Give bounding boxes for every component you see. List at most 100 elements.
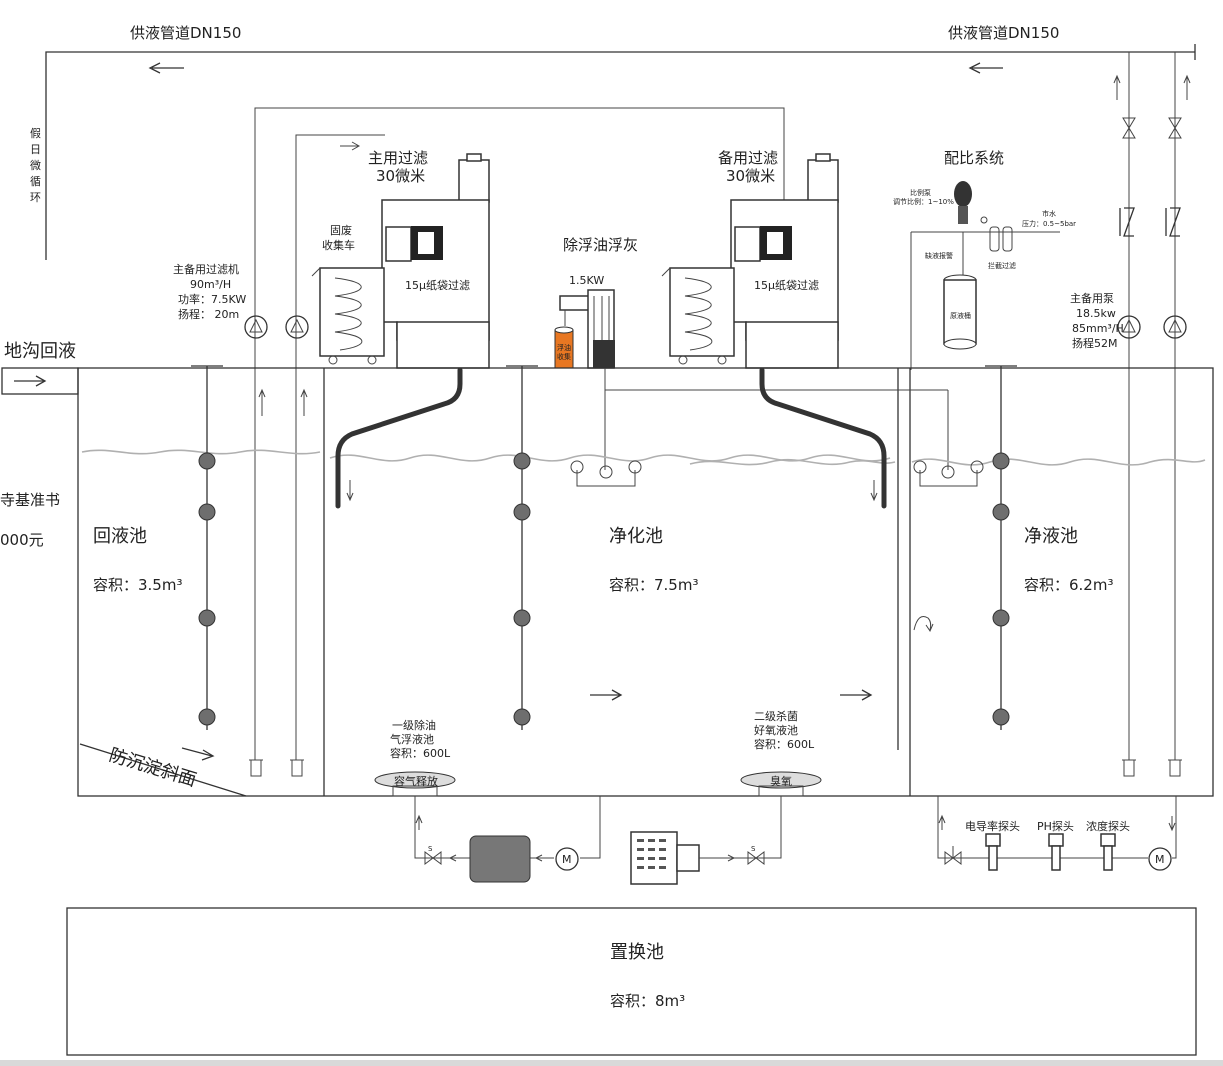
water-surface xyxy=(81,449,1206,466)
svg-text:循: 循 xyxy=(30,175,41,188)
svg-text:容积：600L: 容积：600L xyxy=(754,737,815,751)
svg-text:收集车: 收集车 xyxy=(322,238,355,252)
svg-text:主备用过滤机: 主备用过滤机 xyxy=(173,262,239,276)
bottom-border xyxy=(0,1060,1223,1066)
purify-tank-volume: 容积：7.5m³ xyxy=(609,576,698,594)
flow-arrow-right-icon xyxy=(181,747,215,761)
svg-text:假: 假 xyxy=(30,126,41,140)
filter-pump-spec: 主备用过滤机 90m³/H 功率：7.5KW 扬程： 20m xyxy=(173,262,246,321)
anti-settle-label: 防沉淀斜面 xyxy=(107,745,199,791)
filter-return-pipes xyxy=(335,367,887,509)
oil-skimmer-power: 1.5KW xyxy=(569,274,604,287)
flow-arrow-right-icon xyxy=(590,689,623,701)
replacement-tank xyxy=(66,907,1197,1056)
low-level-alarm-label: 缺液报警 xyxy=(925,251,953,260)
side-text-1: 寺基准书 xyxy=(0,491,60,509)
svg-text:18.5kw: 18.5kw xyxy=(1076,307,1116,320)
svg-text:85mm³/H: 85mm³/H xyxy=(1072,322,1124,335)
flow-arrow-right-icon xyxy=(840,689,873,701)
svg-text:备用过滤: 备用过滤 xyxy=(718,149,778,167)
oil-skimmer-label: 除浮油浮灰 xyxy=(563,236,638,254)
main-bag-filter-label: 15μ纸袋过滤 xyxy=(405,278,470,292)
air-float-loop: S M xyxy=(414,796,601,883)
holiday-micro-circulation-label: 假 日 微 循 环 xyxy=(30,126,41,204)
pressure-label: 压力：0.5~5bar xyxy=(1022,219,1076,228)
svg-text:M: M xyxy=(1155,853,1165,866)
supply-pipe-top xyxy=(45,44,1196,260)
ozone-tank-label: 二级杀菌 好氧液池 容积：600L xyxy=(754,709,815,751)
svg-text:30微米: 30微米 xyxy=(376,167,425,185)
trench-return-label: 地沟回液 xyxy=(4,341,76,362)
supply-pipe-left-label: 供液管道DN150 xyxy=(130,24,241,42)
waste-cart-label: 固废 收集车 xyxy=(322,223,355,252)
return-tank-volume: 容积：3.5m³ xyxy=(93,576,182,594)
concentration-probe-label: 浓度探头 xyxy=(1086,819,1130,833)
svg-text:日: 日 xyxy=(30,143,41,156)
svg-text:浮油: 浮油 xyxy=(557,343,571,352)
clean-tank-volume: 容积：6.2m³ xyxy=(1024,576,1113,594)
oil-skimmer-unit: 浮油 收集 xyxy=(554,289,615,369)
intercept-filter-label: 拦截过滤 xyxy=(988,261,1016,270)
ph-probe-label: PH探头 xyxy=(1037,820,1074,833)
filter-pump-icon xyxy=(285,315,309,339)
level-sensor-middle xyxy=(506,365,538,730)
probe-loop: M xyxy=(937,796,1177,871)
ratio-system-title: 配比系统 xyxy=(944,149,1004,167)
replace-tank-name: 置换池 xyxy=(610,942,664,963)
svg-text:S: S xyxy=(751,845,756,853)
svg-text:气浮液池: 气浮液池 xyxy=(390,732,434,746)
return-tank-name: 回液池 xyxy=(93,526,147,547)
purify-tank-name: 净化池 xyxy=(609,526,663,547)
conductivity-probe-label: 电导率探头 xyxy=(965,819,1020,833)
side-text-2: 000元 xyxy=(0,531,44,549)
raw-liquid-drum-label: 原液桶 xyxy=(950,311,971,320)
svg-text:S: S xyxy=(428,845,433,853)
svg-text:30微米: 30微米 xyxy=(726,167,775,185)
main-bag-filter-unit: 15μ纸袋过滤 xyxy=(381,153,490,369)
main-filter-title: 主用过滤 30微米 xyxy=(368,149,428,185)
skimmer-float-right xyxy=(913,460,984,487)
clean-tank-name: 净液池 xyxy=(1024,526,1078,547)
filter-feed-pipes xyxy=(254,107,785,760)
svg-text:调节比例：1~10%: 调节比例：1~10% xyxy=(893,197,954,206)
svg-text:微: 微 xyxy=(30,158,41,172)
svg-text:环: 环 xyxy=(30,191,41,204)
flow-arrow-left-icon xyxy=(968,62,1003,74)
svg-text:主备用泵: 主备用泵 xyxy=(1070,291,1114,305)
ozone-generator-loop: S xyxy=(630,796,782,885)
svg-text:容气释放: 容气释放 xyxy=(394,774,438,788)
flow-arrow-left-icon xyxy=(148,62,184,74)
supply-riser-pipes xyxy=(1113,52,1191,760)
gate-valve-icon xyxy=(1122,117,1182,139)
svg-text:扬程52M: 扬程52M xyxy=(1072,336,1118,350)
svg-text:二级杀菌: 二级杀菌 xyxy=(754,709,798,723)
suction-strainer-icon xyxy=(249,759,1182,777)
level-sensor-right xyxy=(985,365,1017,730)
svg-text:比例泵: 比例泵 xyxy=(910,188,931,197)
svg-text:主用过滤: 主用过滤 xyxy=(368,149,428,167)
supply-pipe-right-label: 供液管道DN150 xyxy=(948,24,1059,42)
filter-pump-icon xyxy=(244,315,268,339)
svg-text:固废: 固废 xyxy=(330,223,352,237)
ozone-diffuser: 臭氧 xyxy=(740,771,822,797)
dissolved-air-diffuser: 容气释放 xyxy=(374,771,456,797)
svg-text:扬程： 20m: 扬程： 20m xyxy=(178,307,239,321)
check-valve-icon xyxy=(1119,207,1181,237)
level-sensor-left xyxy=(191,365,223,730)
main-tank-outline xyxy=(77,367,1214,797)
waste-collection-cart-2 xyxy=(661,267,735,365)
replace-tank-volume: 容积：8m³ xyxy=(610,992,685,1010)
svg-text:臭氧: 臭氧 xyxy=(770,774,792,788)
main-pump-icon xyxy=(1117,315,1187,339)
svg-text:M: M xyxy=(562,853,572,866)
ratio-pump-label: 比例泵 调节比例：1~10% xyxy=(893,188,954,206)
oil-air-float-label: 一级除油 气浮液池 容积：600L xyxy=(390,718,451,760)
main-pump-spec: 主备用泵 18.5kw 85mm³/H 扬程52M xyxy=(1070,291,1124,350)
svg-text:好氧液池: 好氧液池 xyxy=(754,723,798,737)
tap-water-label: 市水 xyxy=(1042,209,1056,218)
svg-text:收集: 收集 xyxy=(557,352,571,361)
ratio-dosing-unit xyxy=(910,181,1060,370)
anti-settle-slope xyxy=(79,743,247,797)
svg-text:90m³/H: 90m³/H xyxy=(190,278,231,291)
